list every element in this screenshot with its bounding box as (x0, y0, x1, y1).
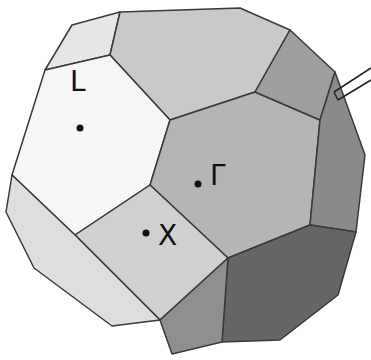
right-upper-face (255, 30, 335, 120)
bottom-left-face (6, 175, 160, 326)
pencil-mark (334, 68, 371, 100)
point-label: L (70, 68, 86, 96)
point-label: X (158, 222, 177, 250)
point-dot (143, 230, 150, 237)
bottom-right-face (222, 225, 356, 342)
point-label: Γ (210, 162, 226, 190)
bottom-face (160, 258, 228, 354)
point-dot (77, 125, 84, 132)
point-dot (195, 181, 202, 188)
right-face (310, 72, 365, 232)
